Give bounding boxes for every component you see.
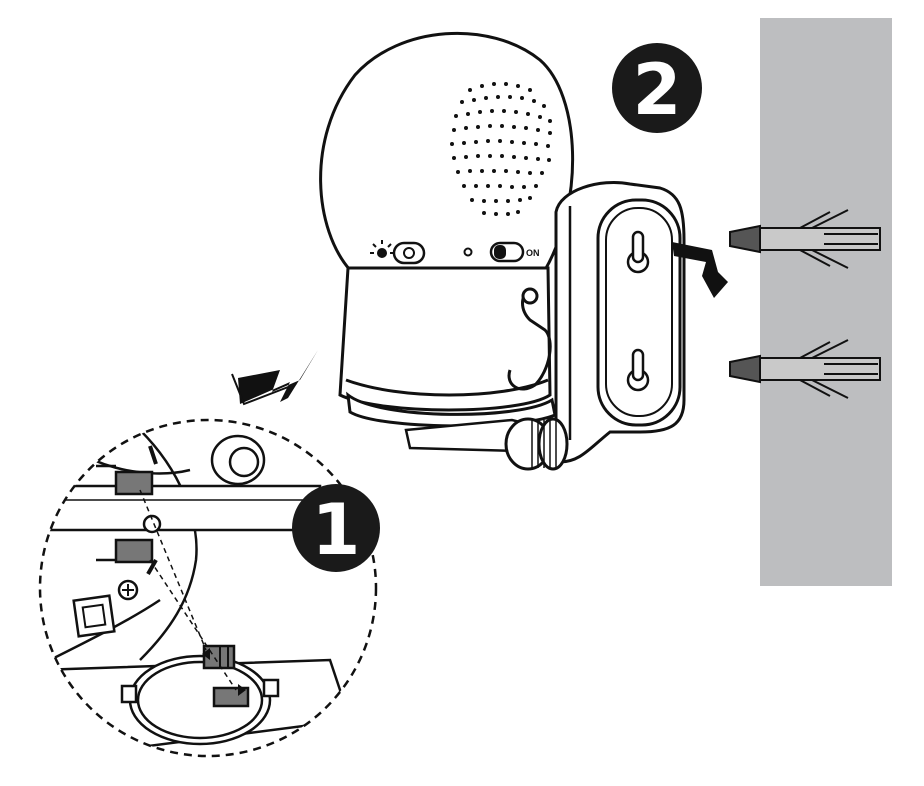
wall xyxy=(760,18,892,586)
step-1-label: 1 xyxy=(312,489,361,571)
step-2-label: 2 xyxy=(633,49,682,131)
microphone-hole xyxy=(463,247,473,257)
wall-anchor-top xyxy=(729,209,881,269)
keyhole-bottom xyxy=(626,348,650,392)
power-cable xyxy=(507,288,552,391)
light-sensor-icon xyxy=(370,240,394,258)
camera-head xyxy=(319,31,574,272)
detail-view xyxy=(38,418,378,758)
mount-knob xyxy=(504,417,569,471)
slide-down-arrow xyxy=(672,242,728,298)
camera: ON xyxy=(319,31,574,428)
wall-anchor-bottom xyxy=(729,339,881,399)
power-switch-label: ON xyxy=(526,248,540,258)
keyhole-top xyxy=(626,230,650,274)
speaker-grille xyxy=(450,82,552,216)
mount-direction-arrow xyxy=(231,350,318,406)
step-badge-2: 2 xyxy=(612,43,702,133)
detail-view-border xyxy=(38,418,378,758)
wall-mount-bracket xyxy=(404,180,686,471)
step-badge-1: 1 xyxy=(292,484,380,572)
